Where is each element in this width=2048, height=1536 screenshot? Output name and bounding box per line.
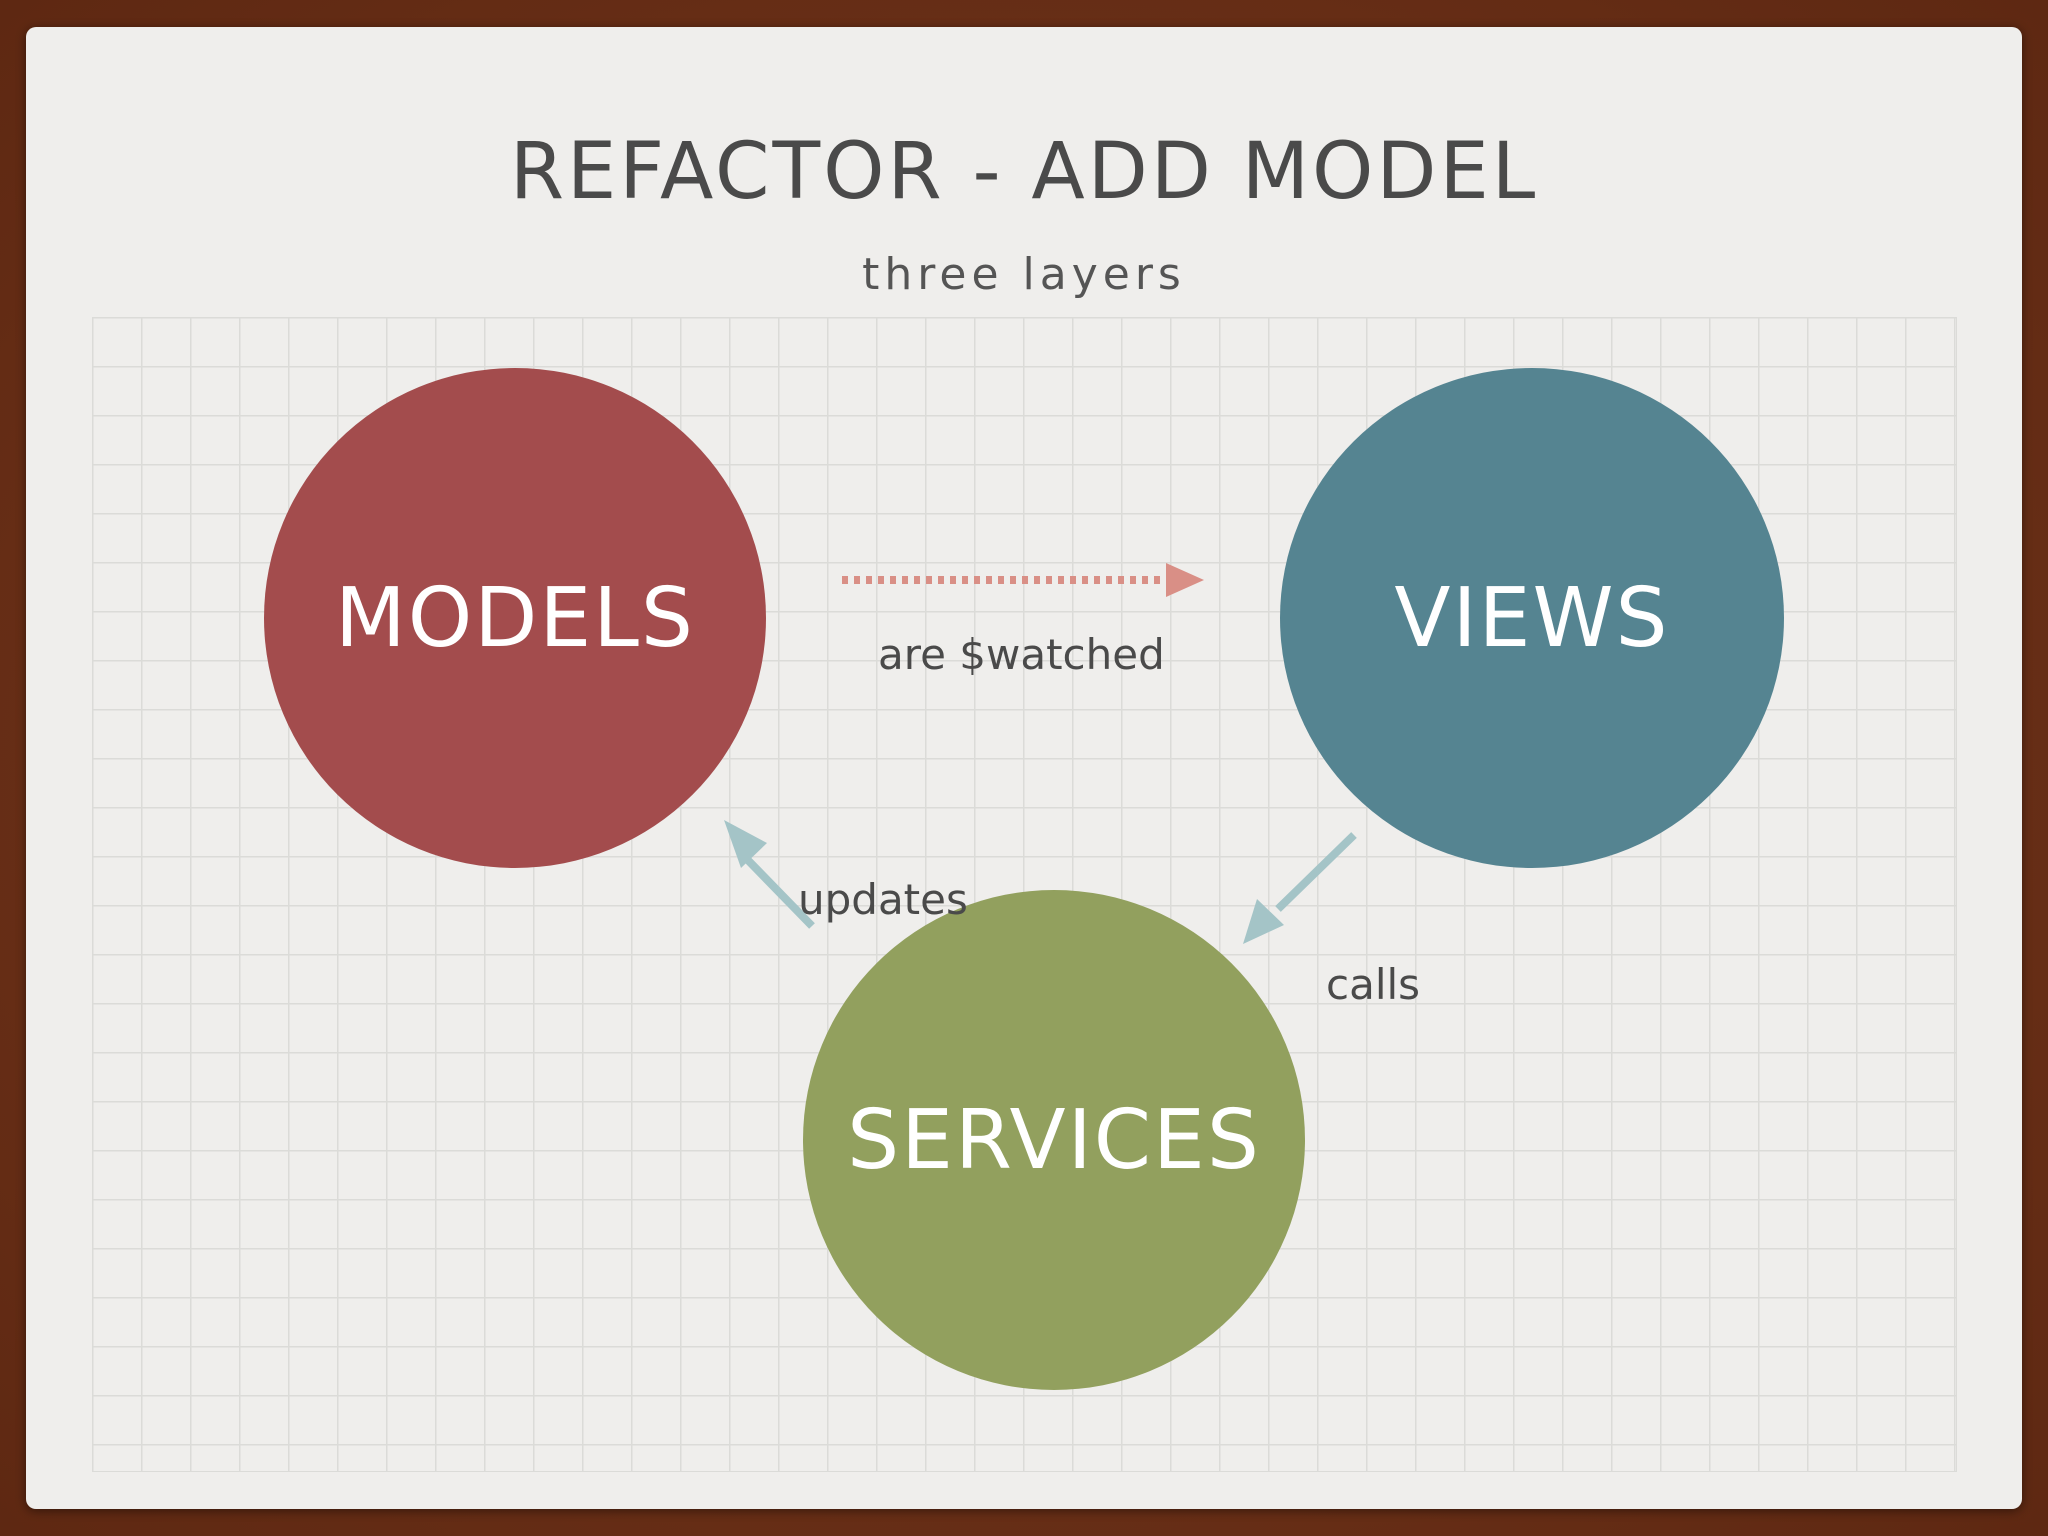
slide-title: REFACTOR - ADD MODEL [509, 127, 1539, 217]
calls-arrow [1243, 832, 1357, 944]
views-node: VIEWS [1280, 368, 1784, 868]
watched-edge-label: are $watched [878, 630, 1165, 679]
slide-subtitle: three layers [862, 249, 1186, 300]
models-node: MODELS [264, 368, 766, 868]
calls-edge-label: calls [1326, 960, 1421, 1009]
services-node: SERVICES [803, 890, 1305, 1390]
watched-arrow [842, 563, 1204, 597]
models-node-label: MODELS [335, 570, 695, 666]
views-node-label: VIEWS [1394, 570, 1670, 666]
updates-edge-label: updates [798, 875, 968, 924]
diagram-arrows [724, 563, 1357, 944]
slide-paper: REFACTOR - ADD MODEL three layers [26, 27, 2022, 1509]
updates-arrow [724, 820, 815, 929]
services-node-label: SERVICES [847, 1092, 1261, 1188]
